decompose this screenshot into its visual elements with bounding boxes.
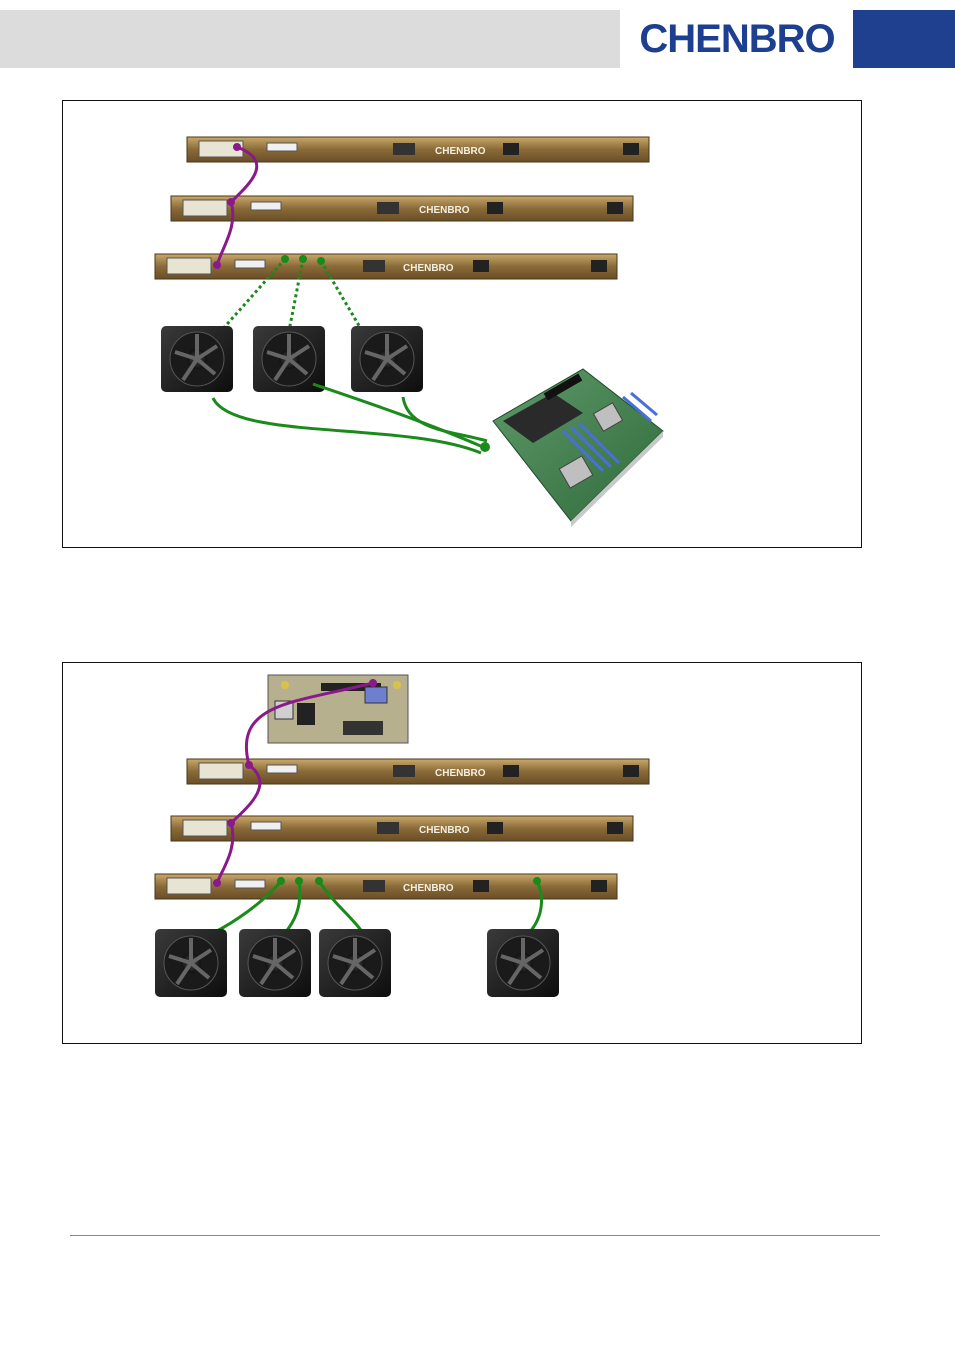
board-label: CHENBRO <box>435 768 486 779</box>
header-blue-tab <box>853 10 955 68</box>
board-label: CHENBRO <box>419 825 470 836</box>
fan-icon <box>319 929 391 997</box>
backplane-board: CHENBRO <box>187 137 649 162</box>
chenbro-logo: CHENBRO <box>633 16 841 62</box>
fan-icon <box>161 326 233 392</box>
footer-rule <box>70 1235 880 1236</box>
motherboard-icon <box>493 369 663 527</box>
figure-2-diagram: CHENBRO CHENBRO CHENBRO <box>63 663 861 1043</box>
logo-text: CHENBRO <box>639 19 834 59</box>
backplane-board: CHENBRO <box>155 254 617 279</box>
backplane-board: CHENBRO <box>171 196 633 221</box>
fan-icon <box>155 929 227 997</box>
header-bar <box>0 10 620 68</box>
controller-board-icon <box>268 675 408 743</box>
fan-cable <box>313 384 483 447</box>
fan-cable <box>213 398 481 453</box>
board-label: CHENBRO <box>403 263 454 274</box>
figure-backplane-fan-controller: CHENBRO CHENBRO CHENBRO <box>62 662 862 1044</box>
fan-cable <box>403 397 487 441</box>
board-label: CHENBRO <box>419 205 470 216</box>
backplane-board: CHENBRO <box>171 816 633 841</box>
fan-icon <box>239 929 311 997</box>
fan-icon <box>253 326 325 392</box>
board-label: CHENBRO <box>435 146 486 157</box>
fan-icon <box>351 326 423 392</box>
figure-backplane-fan-motherboard: CHENBRO CHENBRO CHENBRO <box>62 100 862 548</box>
backplane-board: CHENBRO <box>155 874 617 899</box>
fan-icon <box>487 929 559 997</box>
figure-1-diagram: CHENBRO CHENBRO CHENBRO <box>63 101 861 547</box>
board-label: CHENBRO <box>403 883 454 894</box>
